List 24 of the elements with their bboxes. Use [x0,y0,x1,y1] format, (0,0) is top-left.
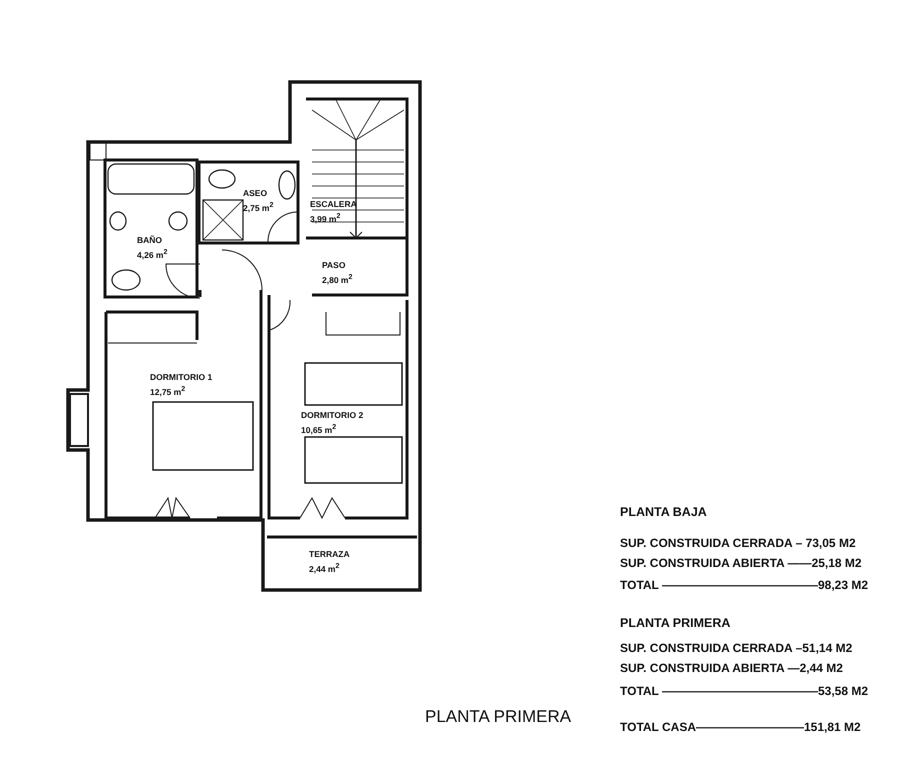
section-heading: PLANTA BAJA [620,505,707,519]
room-area: 12,75 m$^{2}$ [150,384,186,397]
area-row: SUP. CONSTRUIDA ABIERTA ——25,18 M2 [620,556,862,570]
room-name: DORMITORIO 2 [301,410,364,420]
room-area: 3,99 m$^{2}$ [310,211,340,224]
area-row: SUP. CONSTRUIDA CERRADA – 73,05 M2 [620,536,856,550]
room-name: PASO [322,260,346,270]
room-area: 2,75 m$^{2}$ [243,200,274,213]
room-area: 10,65 m$^{2}$ [301,422,336,435]
area-row: TOTAL —————————————98,23 M2 [620,578,868,592]
room-name: ESCALERA [310,199,357,209]
room-name: BAÑO [137,235,162,245]
room-name: TERRAZA [309,549,350,559]
plan-title: PLANTA PRIMERA [425,707,572,727]
room-name: DORMITORIO 1 [150,372,212,382]
room-area: 2,44 m$^{2}$ [309,561,340,574]
room-area: 4,26 m$^{2}$ [137,247,168,260]
area-row: TOTAL CASA—————————151,81 M2 [620,720,861,734]
area-row: TOTAL —————————————53,58 M2 [620,684,868,698]
room-name: ASEO [243,188,268,198]
area-row: SUP. CONSTRUIDA CERRADA –51,14 M2 [620,641,852,655]
section-heading: PLANTA PRIMERA [620,616,730,630]
area-row: SUP. CONSTRUIDA ABIERTA —2,44 M2 [620,661,843,675]
room-area: 2,80 m$^{2}$ [322,272,352,285]
